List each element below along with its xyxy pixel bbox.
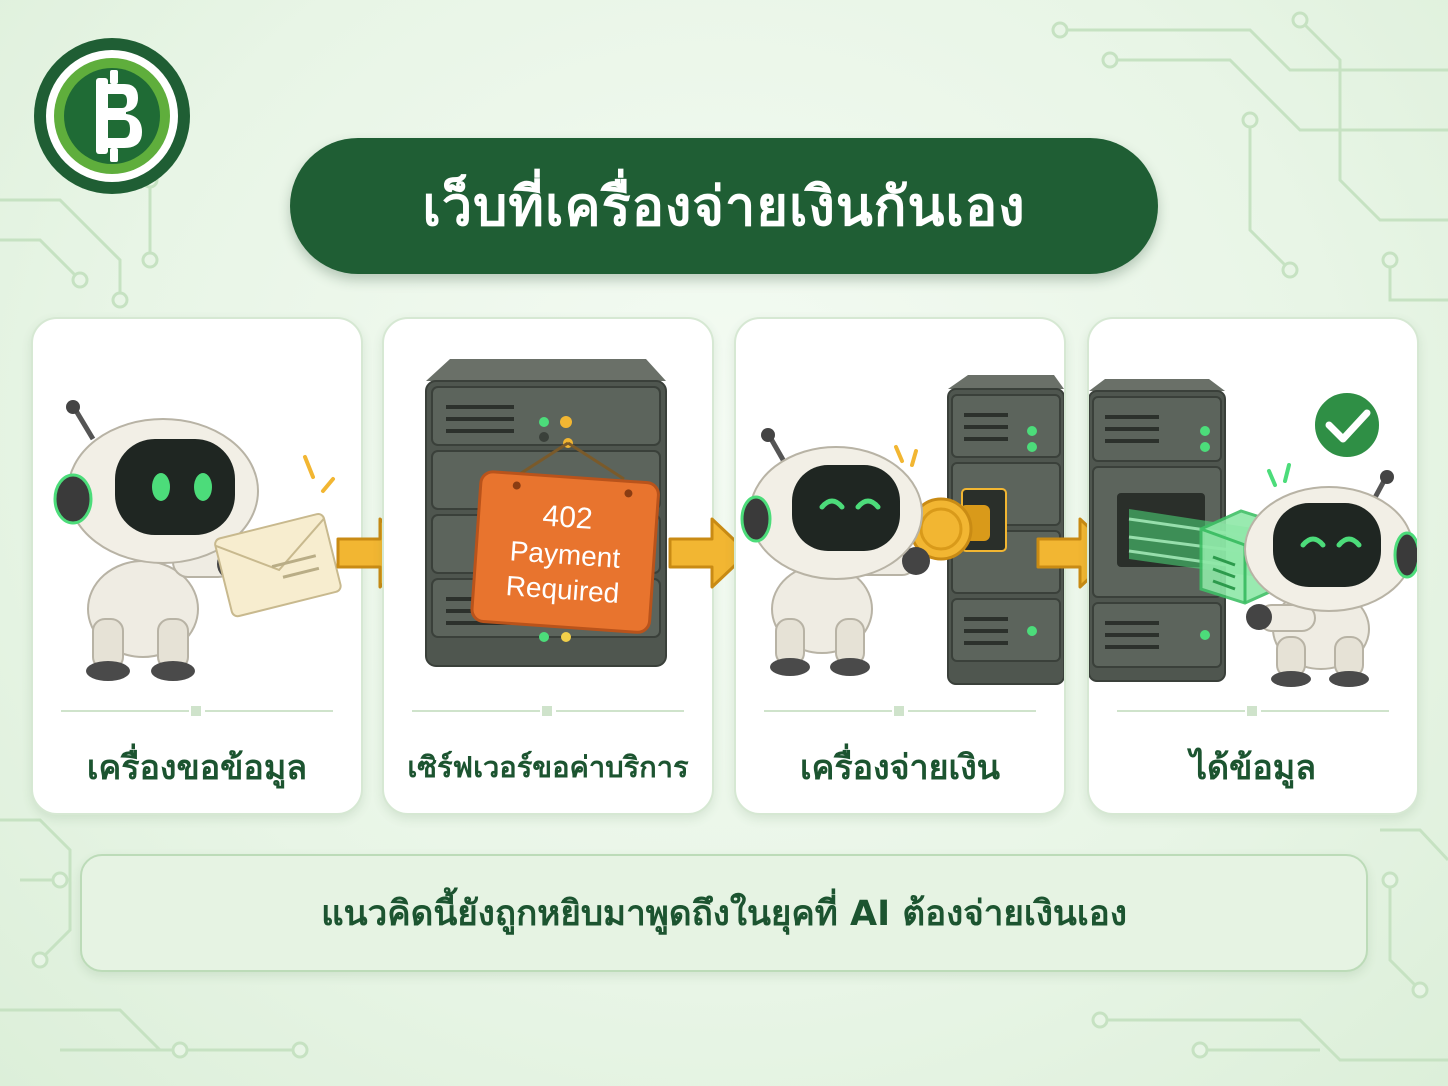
sign-code: 402: [541, 499, 593, 535]
step-label: เซิร์ฟเวอร์ขอค่าบริการ: [407, 750, 689, 784]
card-divider: [61, 706, 333, 716]
card-divider: [1117, 706, 1389, 716]
step-card-payment-required: 402 Payment Required เซิร์ฟเวอร์ขอค่าบริ…: [382, 317, 714, 815]
step-label: เครื่องจ่ายเงิน: [799, 748, 1001, 788]
card-divider: [764, 706, 1036, 716]
step-card-request: เครื่องขอข้อมูล: [31, 317, 363, 815]
robot-receiving-data-icon: [1089, 379, 1417, 687]
baht-coin-icon: [34, 38, 190, 194]
step-label: เครื่องขอข้อมูล: [86, 748, 308, 788]
footer-caption-box: แนวคิดนี้ยังถูกหยิบมาพูดถึงในยุคที่ AI ต…: [80, 854, 1368, 972]
step-label: ได้ข้อมูล: [1189, 748, 1317, 788]
page-title: เว็บที่เครื่องจ่ายเงินกันเอง: [422, 175, 1026, 238]
check-icon: [1311, 389, 1383, 461]
server-402-sign-icon: 402 Payment Required: [425, 359, 667, 667]
step-card-receive: ได้ข้อมูล: [1087, 317, 1419, 815]
step-card-pay: เครื่องจ่ายเงิน: [734, 317, 1066, 815]
card-divider: [412, 706, 684, 716]
footer-caption: แนวคิดนี้ยังถูกหยิบมาพูดถึงในยุคที่ AI ต…: [321, 893, 1127, 934]
title-banner: เว็บที่เครื่องจ่ายเงินกันเอง: [290, 138, 1158, 274]
arrow-right-icon: [668, 517, 750, 589]
sign-line-1: Payment: [509, 535, 622, 574]
robot-sending-envelope-icon: [53, 400, 342, 681]
robot-inserting-coin-icon: [740, 375, 1064, 685]
